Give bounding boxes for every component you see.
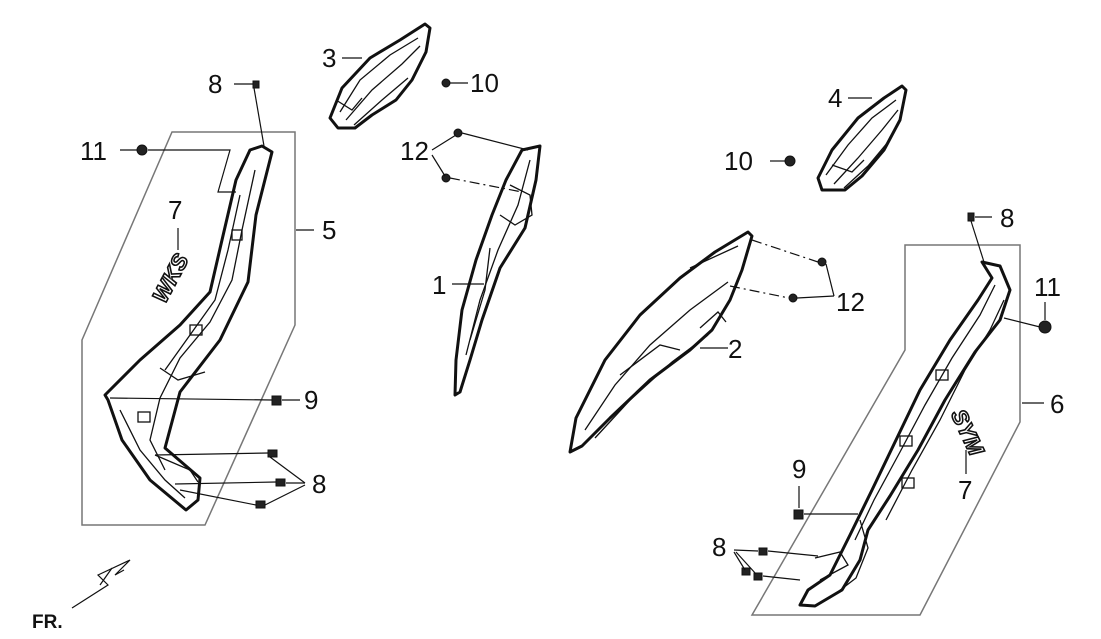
clip-8-lower-left-a (267, 449, 278, 458)
inner-panel-upper-right (816, 84, 908, 192)
clip-8-top-left (252, 80, 260, 89)
callout-4: 4 (828, 83, 842, 113)
screw-12-lower-left (441, 173, 451, 183)
callout-2: 2 (728, 334, 742, 364)
callout-10-left: 10 (470, 68, 499, 98)
callout-7-right: 7 (958, 475, 972, 505)
callout-7-left: 7 (168, 195, 182, 225)
hardware (136, 78, 1052, 581)
floor-side-panel-right (568, 230, 754, 454)
clip-8-lower-right-b (741, 567, 751, 576)
emblem-right: SYM (945, 405, 990, 461)
side-cover-right (798, 260, 1012, 608)
svg-text:SYM: SYM (946, 405, 989, 459)
callout-8-bottom-right: 8 (712, 532, 726, 562)
clip-8-lower-left-b (275, 478, 286, 487)
callout-9-left: 9 (304, 385, 318, 415)
callout-11-left: 11 (80, 136, 107, 166)
front-label: FR. (32, 612, 63, 633)
callout-12-right: 12 (836, 287, 865, 317)
screw-11-right (1038, 320, 1052, 334)
screw-11-left (136, 144, 148, 156)
front-direction-indicator: FR. (32, 559, 131, 633)
callout-12-left: 12 (400, 136, 429, 166)
clip-8-lower-left-c (255, 500, 266, 509)
callout-6: 6 (1050, 389, 1064, 419)
screw-12-upper-right (817, 257, 827, 267)
front-arrow-icon (71, 559, 131, 609)
callout-5: 5 (322, 215, 336, 245)
clip-8-lower-right-c (753, 572, 763, 581)
nut-9-right (793, 509, 804, 520)
screw-10-left (441, 78, 451, 88)
callout-3: 3 (322, 43, 336, 73)
assembly-frame-right (750, 244, 1021, 616)
screw-12-lower-right (788, 293, 798, 303)
emblem-left: WKS (147, 249, 195, 308)
callout-8-top-left: 8 (208, 69, 222, 99)
side-cover-left (103, 144, 274, 512)
nut-9-left (271, 395, 282, 406)
callout-10-right: 10 (724, 146, 753, 176)
callout-11-right: 11 (1034, 272, 1061, 302)
inner-panel-upper-left (328, 22, 432, 130)
callout-8-top-right: 8 (1000, 203, 1014, 233)
clip-8-top-right (967, 212, 975, 222)
callout-8-bottom-left: 8 (312, 469, 326, 499)
callout-1: 1 (432, 270, 446, 300)
screw-10-right (784, 155, 796, 167)
assembly-frame-left (81, 131, 296, 526)
floor-side-panel-center (453, 144, 542, 397)
callout-9-right: 9 (792, 454, 806, 484)
clip-8-lower-right-a (758, 547, 768, 556)
svg-text:WKS: WKS (147, 249, 193, 306)
callout-numbers: 8 11 7 5 9 8 3 10 12 1 4 10 8 12 2 11 6 … (80, 43, 1064, 562)
leader-lines (109, 57, 1046, 581)
